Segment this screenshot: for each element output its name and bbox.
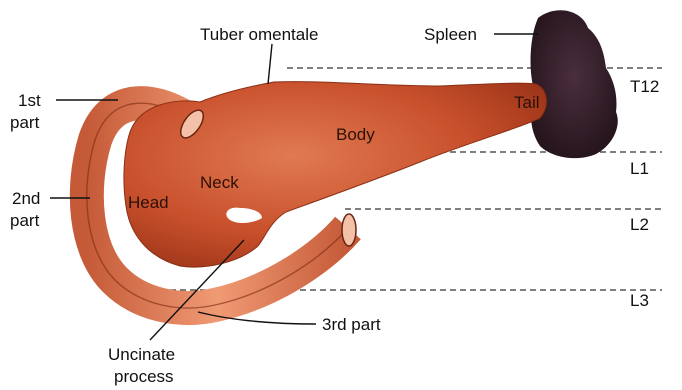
- leader-tuber-omentale: [268, 44, 272, 84]
- label-body: Body: [336, 125, 375, 144]
- label-head: Head: [128, 193, 169, 212]
- label-second-part-line1: 2nd: [12, 189, 40, 208]
- level-label-l3: L3: [630, 291, 649, 310]
- label-tail: Tail: [514, 93, 540, 112]
- level-label-l2: L2: [630, 215, 649, 234]
- spleen-shape: [531, 10, 618, 158]
- level-label-t12: T12: [630, 77, 659, 96]
- label-neck: Neck: [200, 173, 239, 192]
- label-tuber-omentale: Tuber omentale: [200, 25, 318, 44]
- level-label-l1: L1: [630, 159, 649, 178]
- label-first-part-line1: 1st: [18, 91, 41, 110]
- label-first-part-line2: part: [10, 113, 40, 132]
- label-spleen: Spleen: [424, 25, 477, 44]
- label-uncinate-line2: process: [114, 367, 174, 386]
- label-second-part-line2: part: [10, 211, 40, 230]
- label-uncinate-line1: Uncinate: [108, 345, 175, 364]
- duodenum-end-lower: [342, 214, 356, 246]
- label-third-part: 3rd part: [322, 315, 381, 334]
